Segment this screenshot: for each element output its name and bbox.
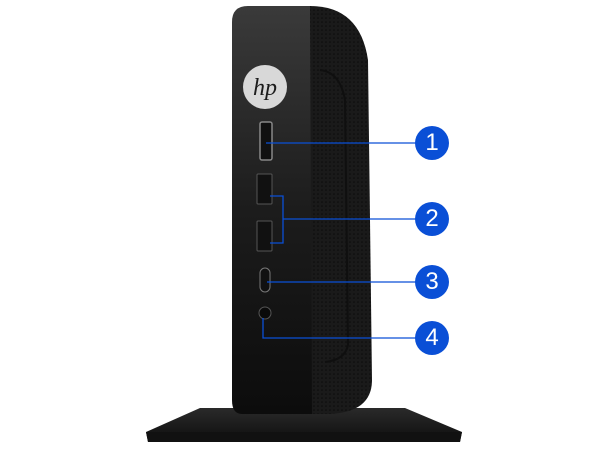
callout-2: 2 bbox=[415, 202, 449, 236]
stand bbox=[146, 408, 462, 442]
sd-card-slot bbox=[259, 121, 273, 161]
callout-lines bbox=[262, 142, 418, 339]
usb-a-port bbox=[256, 173, 273, 205]
callout-3: 3 bbox=[415, 265, 449, 299]
headset-jack bbox=[258, 306, 272, 320]
usb-c-port bbox=[259, 267, 271, 293]
callout-1: 1 bbox=[415, 126, 449, 160]
device-body bbox=[232, 6, 372, 414]
svg-text:hp: hp bbox=[253, 75, 277, 101]
hp-logo: hp bbox=[243, 65, 287, 109]
usb-a-port bbox=[256, 220, 273, 252]
callout-4: 4 bbox=[415, 321, 449, 355]
